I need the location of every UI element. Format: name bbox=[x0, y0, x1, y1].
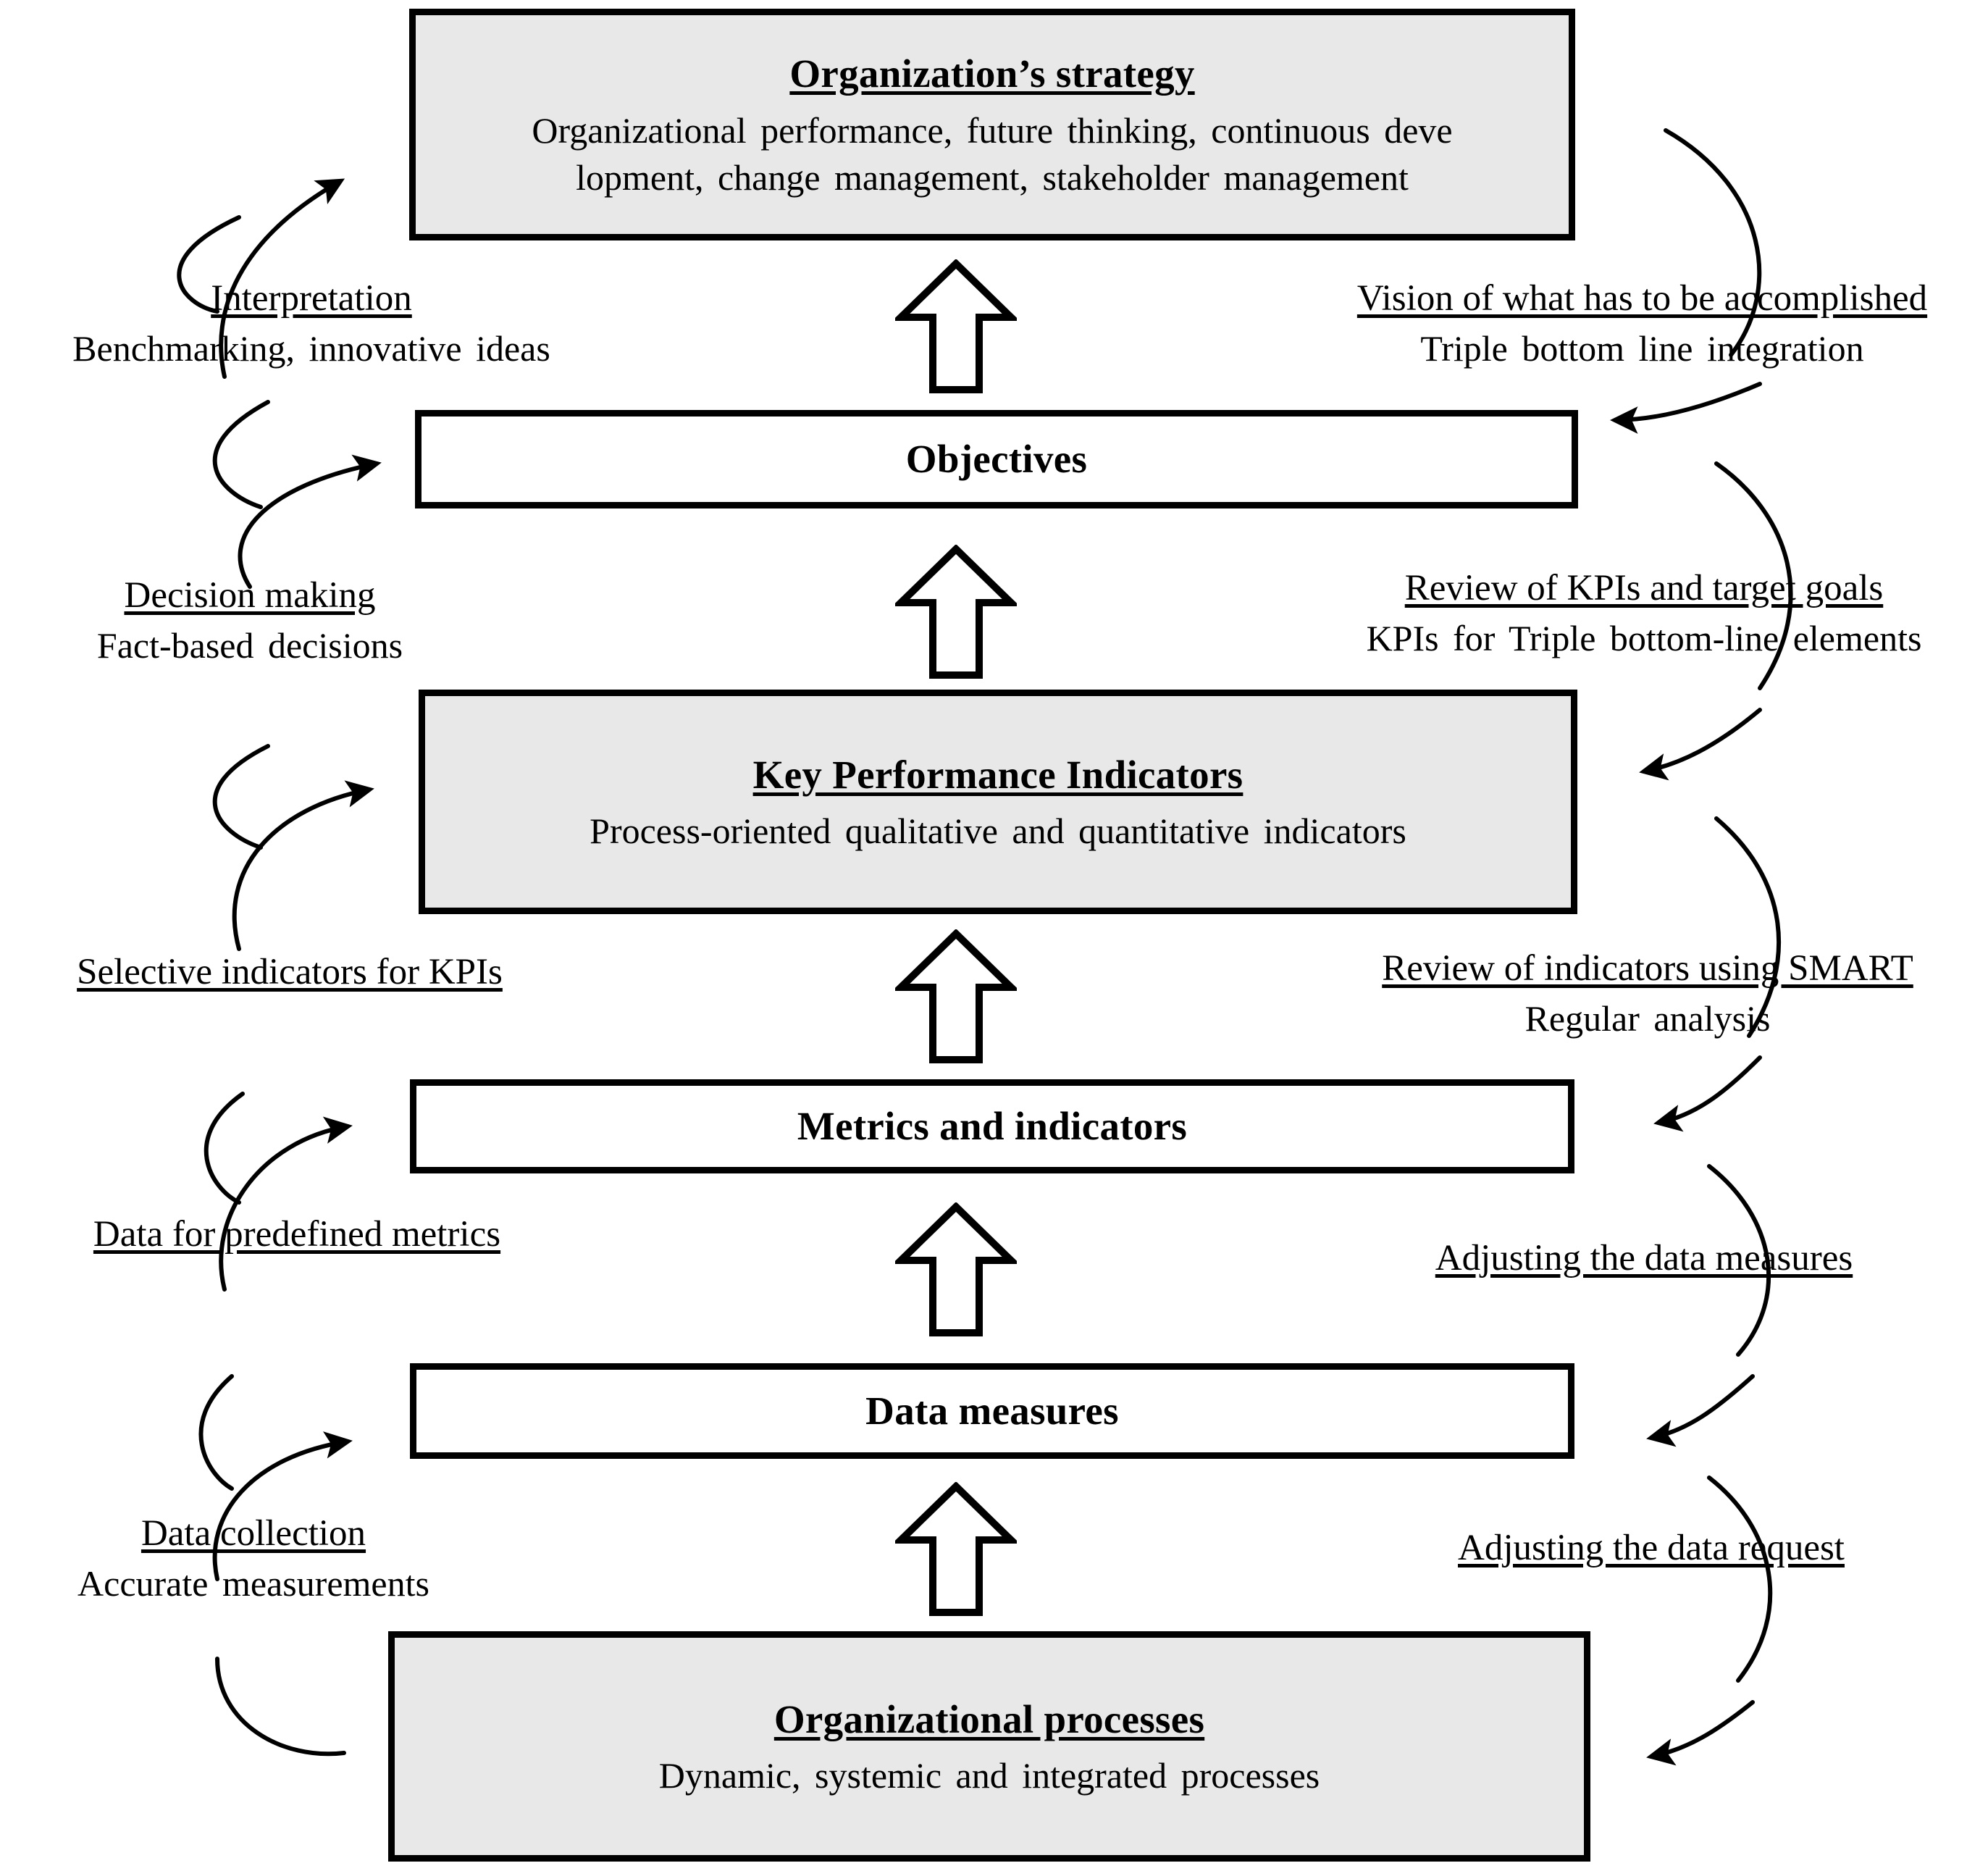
feedback-arrow-data-predefined-to-metrics bbox=[219, 1116, 353, 1292]
caption-adjusting-data-request: Adjusting the data request bbox=[1325, 1525, 1977, 1571]
feedback-arrow-adjust-request-to-processes bbox=[1646, 1700, 1755, 1766]
feedback-arrow-review-kpis-to-kpi bbox=[1639, 708, 1762, 781]
feedback-arrow-decision-to-objectives bbox=[238, 454, 382, 589]
caption-heading: Interpretation bbox=[211, 278, 412, 319]
feedback-arrow-review-indicators-to-metrics bbox=[1653, 1055, 1762, 1132]
node-description-line1: Organizational performance, future think… bbox=[532, 109, 1453, 151]
node-description: Process-oriented qualitative and quantit… bbox=[590, 811, 1406, 852]
caption-heading: Review of KPIs and target goals bbox=[1404, 568, 1884, 608]
arrow-objectives-to-strategy bbox=[895, 259, 1017, 394]
node-title: Organization’s strategy bbox=[789, 51, 1195, 96]
node-organizations-strategy: Organization’s strategy Organizational p… bbox=[409, 9, 1575, 240]
arrow-processes-to-data-measures bbox=[895, 1482, 1017, 1617]
caption-heading: Selective indicators for KPIs bbox=[77, 952, 503, 992]
node-objectives: Objectives bbox=[415, 410, 1578, 508]
node-data-measures: Data measures bbox=[410, 1363, 1574, 1459]
caption-vision: Vision of what has to be accomplished Tr… bbox=[1304, 275, 1981, 372]
caption-subtext: Benchmarking, innovative ideas bbox=[72, 328, 550, 369]
feedback-arrow-vision-to-objectives bbox=[1610, 382, 1762, 434]
caption-decision-making: Decision making Fact-based decisions bbox=[14, 572, 485, 669]
node-title: Objectives bbox=[905, 437, 1088, 482]
caption-subtext: Regular analysis bbox=[1524, 998, 1771, 1039]
tail-data-measures-to-collection bbox=[198, 1374, 234, 1491]
node-title: Organizational processes bbox=[773, 1696, 1205, 1741]
caption-heading: Data for predefined metrics bbox=[93, 1214, 501, 1255]
caption-heading: Vision of what has to be accomplished bbox=[1356, 278, 1928, 319]
caption-subtext: Accurate measurements bbox=[77, 1563, 429, 1604]
node-title: Data measures bbox=[865, 1389, 1119, 1433]
tail-metrics-to-data-predefined bbox=[204, 1092, 245, 1205]
node-description: Dynamic, systemic and integrated process… bbox=[658, 1755, 1320, 1796]
node-description-line2: lopment, change management, stakeholder … bbox=[576, 156, 1409, 198]
caption-review-indicators-smart: Review of indicators using SMART Regular… bbox=[1311, 945, 1984, 1042]
caption-adjusting-data-measures: Adjusting the data measures bbox=[1311, 1235, 1977, 1281]
caption-data-collection: Data collection Accurate measurements bbox=[29, 1510, 478, 1607]
node-key-performance-indicators: Key Performance Indicators Process-orien… bbox=[419, 690, 1577, 914]
feedback-arrow-adjust-measures-to-data-measures bbox=[1646, 1374, 1755, 1447]
tail-kpi-to-selective bbox=[212, 744, 270, 850]
feedback-arrow-selective-to-kpi bbox=[232, 780, 374, 951]
caption-data-for-predefined-metrics: Data for predefined metrics bbox=[43, 1211, 550, 1257]
tail-data-measures-to-adjust-request bbox=[1707, 1476, 1773, 1683]
tail-objectives-to-decision bbox=[212, 400, 270, 509]
caption-heading: Data collection bbox=[140, 1513, 366, 1554]
arrow-data-measures-to-metrics bbox=[895, 1202, 1017, 1337]
node-title: Metrics and indicators bbox=[797, 1104, 1188, 1149]
caption-heading: Review of indicators using SMART bbox=[1382, 948, 1913, 989]
caption-heading: Adjusting the data measures bbox=[1435, 1238, 1853, 1278]
node-title: Key Performance Indicators bbox=[752, 752, 1243, 797]
node-metrics-and-indicators: Metrics and indicators bbox=[410, 1079, 1574, 1173]
caption-subtext: KPIs for Triple bottom-line elements bbox=[1366, 618, 1922, 659]
caption-heading: Decision making bbox=[124, 575, 376, 616]
tail-processes-to-collection bbox=[215, 1657, 346, 1757]
caption-interpretation: Interpretation Benchmarking, innovative … bbox=[7, 275, 616, 372]
caption-subtext: Fact-based decisions bbox=[96, 625, 403, 666]
arrow-metrics-to-kpis bbox=[895, 929, 1017, 1064]
node-organizational-processes: Organizational processes Dynamic, system… bbox=[388, 1631, 1590, 1862]
caption-subtext: Triple bottom line integration bbox=[1420, 328, 1864, 369]
caption-heading: Adjusting the data request bbox=[1458, 1528, 1845, 1568]
arrow-kpis-to-objectives bbox=[895, 545, 1017, 679]
caption-review-kpis: Review of KPIs and target goals KPIs for… bbox=[1304, 565, 1984, 661]
caption-selective-indicators: Selective indicators for KPIs bbox=[29, 949, 550, 995]
